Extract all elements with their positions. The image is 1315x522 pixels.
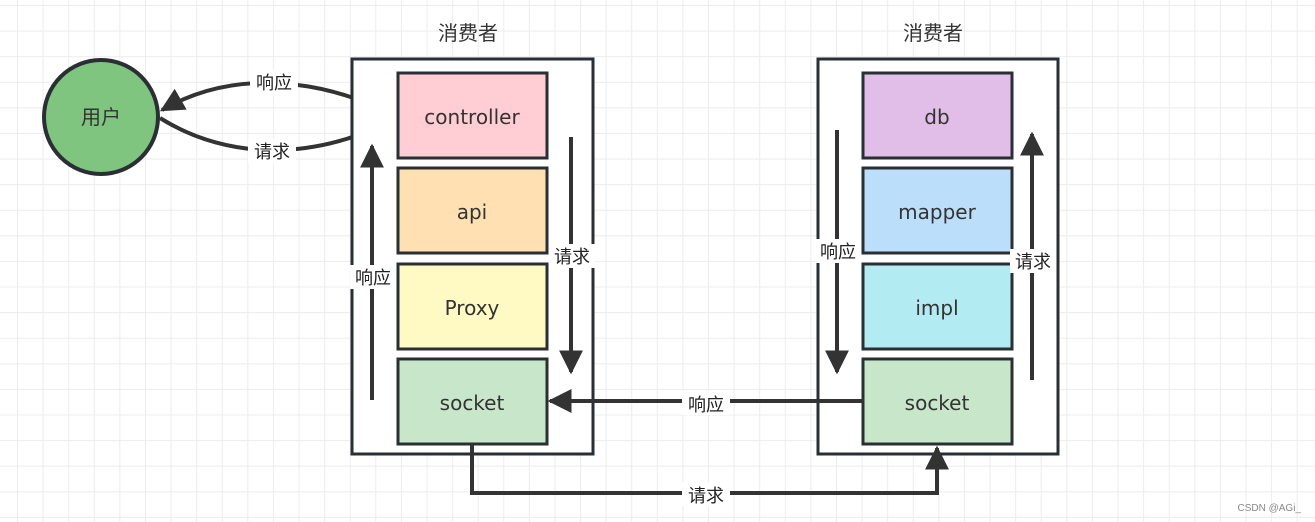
layer-box [396, 357, 549, 446]
layer-impl[interactable]: impl [861, 262, 1014, 351]
group-title: 消费者 [903, 21, 963, 45]
edge-label-bg [250, 70, 298, 94]
user-node[interactable]: 用户 [42, 58, 160, 176]
consumer-group-right: 消费者 db mapper impl socket 响应 请求 [815, 21, 1060, 456]
layer-socket-right[interactable]: socket [861, 357, 1014, 446]
layer-box [861, 166, 1014, 255]
layer-label: impl [915, 296, 958, 320]
layer-box [396, 262, 549, 351]
edge-label-bg [682, 391, 730, 415]
consumer-group-left: 消费者 controller api Proxy socket 请求 响应 [350, 21, 595, 456]
layer-box [861, 262, 1014, 351]
user-label: 用户 [81, 105, 121, 129]
layer-mapper[interactable]: mapper [861, 166, 1014, 255]
layer-label: api [457, 200, 488, 224]
layer-label: mapper [898, 200, 976, 224]
edge-label-bg [1010, 249, 1056, 273]
layer-proxy[interactable]: Proxy [396, 262, 549, 351]
edge-label-request-up: 请求 [1015, 252, 1051, 273]
layer-box [861, 357, 1014, 446]
edge-label-socket-response: 响应 [688, 395, 724, 416]
layer-box [396, 166, 549, 255]
edge-label-response-down: 响应 [820, 242, 856, 263]
layer-api[interactable]: api [396, 166, 549, 255]
edge-label-bg [682, 482, 730, 506]
edge-label-bg [248, 139, 296, 163]
layer-label: controller [424, 105, 520, 129]
layer-label: socket [440, 391, 505, 415]
edge-label-response-user: 响应 [256, 73, 292, 94]
edge-label-socket-request: 请求 [688, 486, 724, 507]
edge-label-bg [350, 265, 396, 289]
layer-label: db [924, 105, 949, 129]
watermark: CSDN @AGi_ [1237, 503, 1302, 514]
layer-controller[interactable]: controller [396, 71, 549, 160]
layer-box [396, 71, 549, 160]
edge-label-request-user: 请求 [254, 142, 290, 163]
edge-label-response-up: 响应 [355, 268, 391, 289]
group-title: 消费者 [438, 21, 498, 45]
layer-socket-left[interactable]: socket [396, 357, 549, 446]
layer-box [861, 71, 1014, 160]
layer-db[interactable]: db [861, 71, 1014, 160]
layer-label: Proxy [445, 296, 500, 320]
edge-label-bg [549, 244, 595, 268]
edge-label-bg [815, 239, 861, 263]
edge-label-request-down: 请求 [554, 247, 590, 268]
layer-label: socket [905, 391, 970, 415]
user-circle [42, 58, 160, 176]
